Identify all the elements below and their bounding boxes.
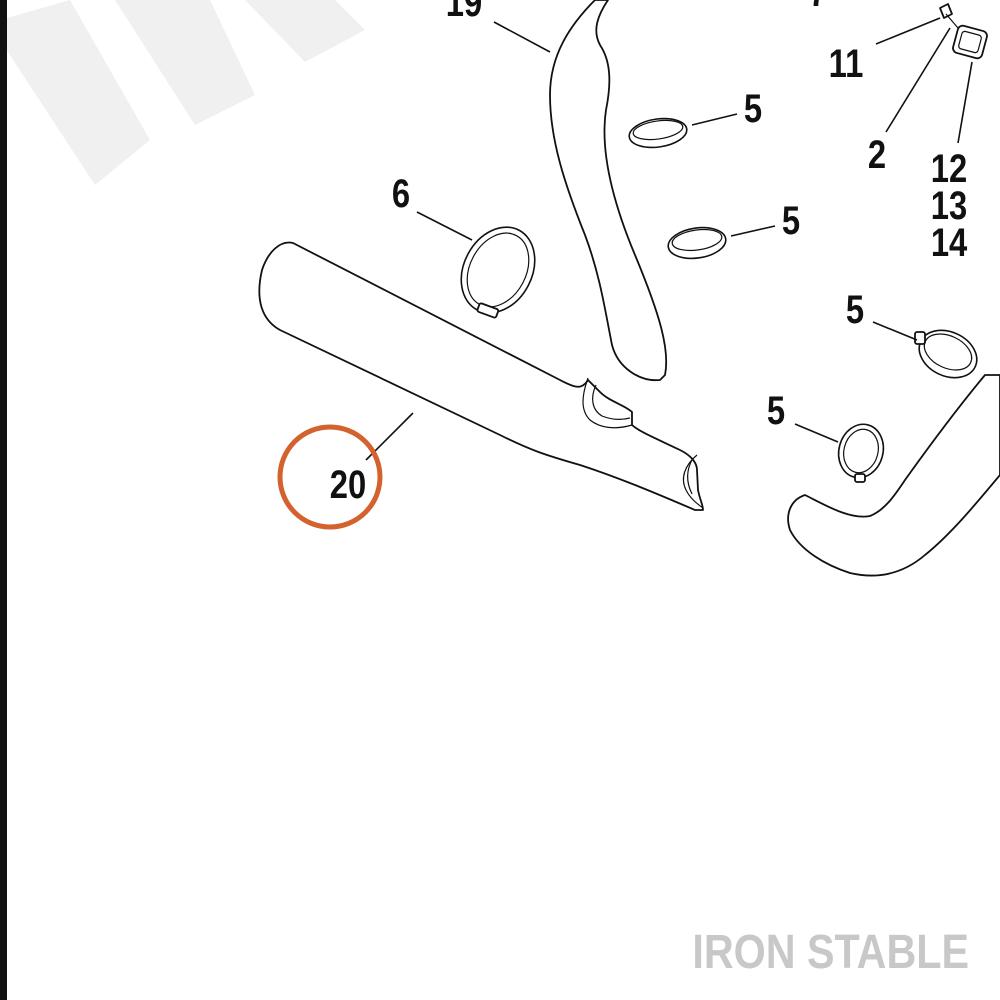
- leader-lines: [365, 17, 973, 461]
- clamp-5a: [628, 117, 688, 149]
- leader-5b: [730, 225, 776, 237]
- stripe-3: [245, 0, 365, 62]
- leader-12: [957, 61, 973, 144]
- callout-5d: 5: [767, 388, 785, 433]
- stripe-2: [115, 0, 255, 125]
- left-border: [0, 0, 7, 1000]
- leader-11: [875, 17, 941, 45]
- callout-5c: 5: [846, 287, 864, 332]
- watermark-text: IRON STABLE: [692, 925, 969, 979]
- callout-numbers: 19 7 11 5 2 12 13 14 6 5 5 5 20: [330, 0, 968, 507]
- leader-5a: [691, 113, 738, 126]
- callout-5a: 5: [744, 86, 762, 131]
- stripe-1: [0, 0, 150, 185]
- clamp-5c: [914, 329, 978, 379]
- callout-20: 20: [330, 462, 366, 507]
- callout-6: 6: [392, 171, 410, 216]
- leader-6: [416, 211, 473, 241]
- leader-2: [885, 27, 951, 133]
- callout-5b: 5: [782, 198, 800, 243]
- callout-12: 12: [931, 146, 967, 191]
- part-tube-lower-right: [787, 374, 1000, 577]
- clamp-6: [460, 226, 536, 319]
- leader-5d: [794, 423, 839, 443]
- highlight-circle-20: [277, 424, 383, 530]
- part-20-tube: [258, 241, 704, 511]
- callout-7: 7: [809, 0, 827, 15]
- callout-2: 2: [868, 132, 886, 177]
- leader-19: [493, 21, 551, 53]
- callout-19: 19: [446, 0, 482, 25]
- callout-13: 13: [931, 183, 967, 228]
- clamp-5d: [837, 423, 885, 483]
- background-stripes: [0, 0, 365, 185]
- clamp-5b: [667, 226, 727, 260]
- leader-5c: [872, 321, 918, 341]
- part-19-tube: [549, 0, 668, 381]
- callout-11: 11: [829, 41, 864, 86]
- sensor-assembly: [939, 3, 988, 60]
- callout-14: 14: [931, 220, 968, 265]
